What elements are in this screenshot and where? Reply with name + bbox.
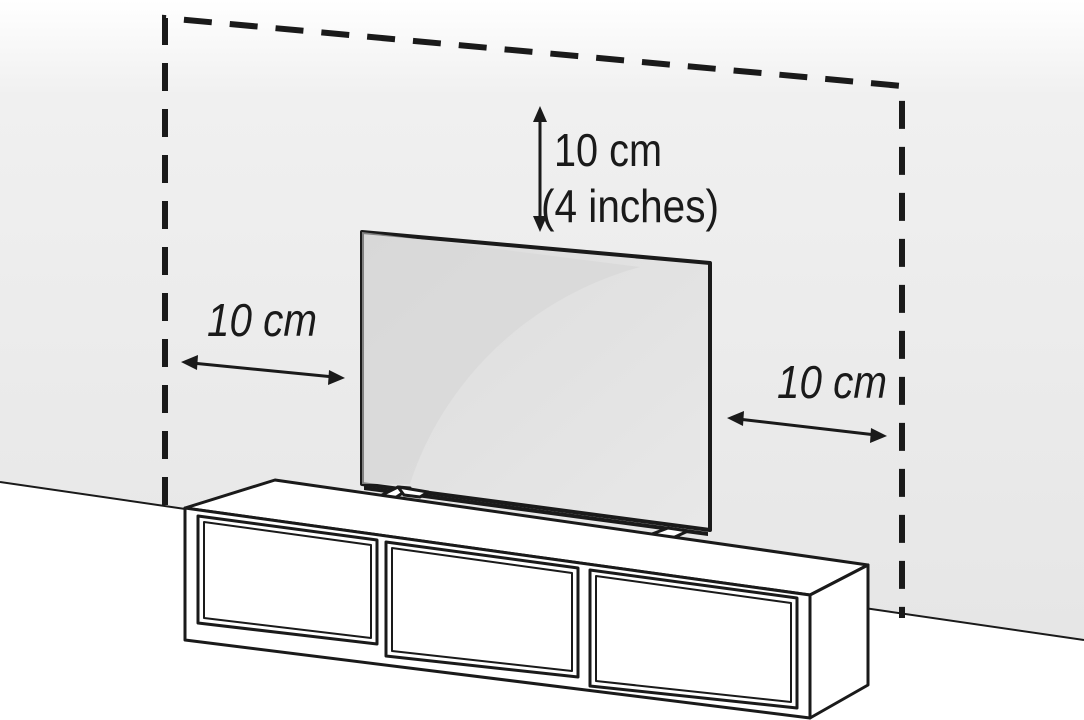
cabinet-panel-left (198, 516, 377, 644)
left-distance-label: 10 cm (207, 294, 317, 346)
top-distance-imperial-label: (4 inches) (541, 180, 719, 232)
top-distance-label: 10 cm (554, 124, 662, 176)
right-distance-label: 10 cm (777, 356, 887, 408)
